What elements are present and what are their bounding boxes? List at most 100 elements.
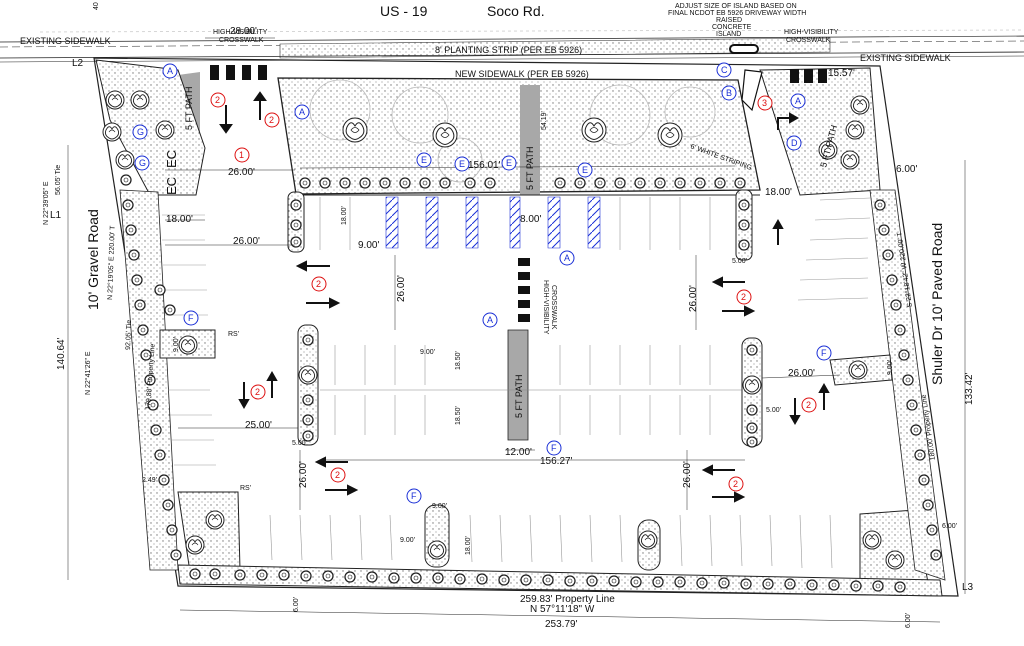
svg-text:1: 1 <box>239 150 244 160</box>
svg-text:2: 2 <box>316 279 321 289</box>
bottom-parking-stalls <box>269 514 833 569</box>
svg-text:G: G <box>137 127 144 137</box>
path-stripe-center <box>507 329 529 441</box>
dim-40: 40 <box>93 2 100 10</box>
callout-red-2h: 2 <box>728 476 744 492</box>
rs-label-1: RS' <box>228 331 239 338</box>
path-label-top: 5 FT PATH <box>525 146 535 190</box>
svg-text:F: F <box>551 443 557 453</box>
leader-l1: L1 <box>50 210 62 221</box>
dim-18-left: 18.00' <box>166 214 193 225</box>
dim-28: 28.00' <box>230 26 257 37</box>
dim-9-a: 9.00' <box>358 240 379 251</box>
path-label-left: 5 FT PATH <box>184 86 194 130</box>
road-label-us19: US - 19 <box>380 3 428 19</box>
callout-red-2g: 2 <box>330 467 346 483</box>
callout-e-4: E <box>577 162 593 178</box>
road-edge-line <box>0 35 1024 43</box>
road-label-gravel: 10' Gravel Road <box>85 209 101 310</box>
bottom-bearing: N 57°11'18" W <box>530 604 595 615</box>
existing-sidewalk-left: EXISTING SIDEWALK <box>20 36 111 46</box>
callout-a-3: A <box>559 250 575 266</box>
dim-26-right: 26.00' <box>688 285 699 312</box>
callout-a-1: A <box>162 63 178 79</box>
ec-label-2: EC <box>164 177 179 195</box>
crosswalk-top-right <box>790 69 827 83</box>
left-bearing-1: N 22°39'05" E <box>42 181 50 225</box>
plaza-area <box>277 77 761 195</box>
callout-e-3: E <box>501 155 517 171</box>
svg-text:3: 3 <box>762 98 767 108</box>
callout-a-5: A <box>790 93 806 109</box>
svg-text:2: 2 <box>741 292 746 302</box>
callout-red-2b: 2 <box>264 112 280 128</box>
dim-5-a: 5.00' <box>732 258 747 265</box>
svg-text:A: A <box>795 96 801 106</box>
hv-crosswalk-tr-2: CROSSWALK <box>786 37 831 44</box>
bottom-dim: 253.79' <box>545 619 578 630</box>
dim-18-tr: 18.00' <box>765 187 792 198</box>
hv-crosswalk-tl-2: CROSSWALK <box>219 37 264 44</box>
sidewalk-line-bottom <box>0 55 1024 63</box>
new-sidewalk-label: NEW SIDEWALK (PER EB 5926) <box>455 69 589 79</box>
callout-g-1: G <box>132 124 148 140</box>
callout-c: C <box>716 62 732 78</box>
svg-text:B: B <box>726 88 732 98</box>
dim-18-stall: 18.00' <box>341 206 348 225</box>
callout-red-1: 1 <box>234 147 250 163</box>
callout-a-4: A <box>482 312 498 328</box>
dim-8: 8.00' <box>520 214 541 225</box>
hv-crosswalk-tr-1: HIGH-VISIBILITY <box>784 29 839 36</box>
dim-9-r: 9.00' <box>887 360 894 375</box>
svg-text:2: 2 <box>806 400 811 410</box>
callout-d: D <box>786 135 802 151</box>
island-note-1: ADJUST SIZE OF ISLAND BASED ON <box>675 3 797 10</box>
left-prop-line: 179.88' Property Line <box>145 343 157 410</box>
existing-sidewalk-right: EXISTING SIDEWALK <box>860 53 951 63</box>
dim-9-c: 9.00' <box>173 337 180 352</box>
svg-text:F: F <box>188 313 194 323</box>
svg-text:A: A <box>167 66 173 76</box>
left-dim-outer: 140.64' <box>56 337 67 370</box>
middle-parking-stalls <box>320 345 745 435</box>
svg-text:E: E <box>421 155 427 165</box>
hv-crosswalk-tl-1: HIGH-VISIBILITY <box>213 29 268 36</box>
callout-f-3: F <box>816 345 832 361</box>
callout-b: B <box>721 85 737 101</box>
middle-island-left <box>297 324 319 446</box>
right-dim: 133.42' <box>964 372 975 405</box>
svg-text:F: F <box>821 348 827 358</box>
dim-6-bl: 6.00' <box>293 597 300 612</box>
dim-26-left: 26.00' <box>233 236 260 247</box>
dim-9-f1: 9.00' <box>432 503 447 510</box>
island-note-5: ISLAND <box>716 31 741 38</box>
dim-18-f: 18.00' <box>465 536 472 555</box>
callout-red-2f: 2 <box>801 397 817 413</box>
callout-red-2a: 2 <box>210 92 226 108</box>
island-note-4: CONCRETE <box>712 24 752 31</box>
callout-red-2d: 2 <box>736 289 752 305</box>
dim-9-b: 9.00' <box>420 349 435 356</box>
crosswalk-top-left <box>210 65 267 80</box>
left-island <box>95 59 206 196</box>
dim-15-57: 15.57' <box>828 68 855 79</box>
callout-e-1: E <box>416 152 432 168</box>
svg-text:E: E <box>506 158 512 168</box>
svg-text:C: C <box>721 65 728 75</box>
dim-6-tr: 6.00' <box>896 164 917 175</box>
left-tie-2: 92.05' Tie <box>125 320 133 350</box>
dim-6-br2: 6.00' <box>942 523 957 530</box>
road-dashed-line <box>0 40 1024 48</box>
left-bearing-3: N 22°41'26" E <box>84 351 92 395</box>
hv-crosswalk-c-1: HIGH-VISIBILITY <box>542 280 549 335</box>
dim-26-mid: 26.00' <box>396 275 407 302</box>
svg-text:E: E <box>582 165 588 175</box>
dim-12: 12.00' <box>505 447 532 458</box>
rs-label-2: RS' <box>240 485 251 492</box>
svg-text:2: 2 <box>269 115 274 125</box>
leader-l2: L2 <box>72 58 84 69</box>
top-parking-stalls <box>300 194 760 249</box>
